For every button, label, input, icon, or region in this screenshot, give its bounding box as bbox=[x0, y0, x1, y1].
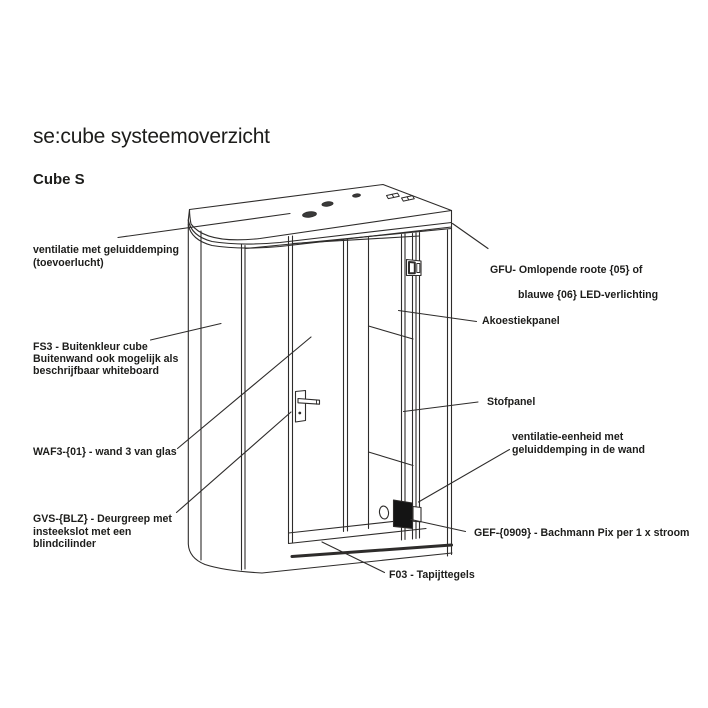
interior-panel-edges bbox=[369, 326, 414, 466]
leader-gvs bbox=[177, 412, 292, 513]
left-wall bbox=[188, 228, 452, 573]
power-outlet-unit bbox=[379, 500, 421, 529]
roof-vent-slots bbox=[387, 193, 415, 201]
label-gfu-line1: GFU- Omlopende roote {05} of bbox=[490, 263, 643, 276]
label-akoestiekpanel: Akoestiekpanel bbox=[482, 315, 560, 327]
leader-fs3 bbox=[151, 324, 222, 341]
label-waf3-glaswand: WAF3-{01} - wand 3 van glas bbox=[33, 446, 177, 458]
leader-lines bbox=[118, 214, 510, 573]
model-name: Cube S bbox=[33, 171, 85, 188]
glass-door-and-frame bbox=[289, 233, 420, 544]
label-gfu-led-verlichting: GFU- Omlopende roote {05} of blauwe {06}… bbox=[490, 251, 658, 314]
leader-gfu bbox=[453, 224, 489, 249]
door-handle bbox=[296, 391, 320, 423]
leader-stofpanel bbox=[404, 402, 479, 412]
label-fs3-buitenkleur: FS3 - Buitenkleur cube Buitenwand ook mo… bbox=[33, 341, 179, 378]
front-header bbox=[245, 229, 452, 249]
leader-f03 bbox=[322, 542, 385, 573]
label-ventilatie-eenheid: ventilatie-eenheid met geluiddemping in … bbox=[512, 431, 646, 456]
leader-gef bbox=[411, 520, 466, 532]
label-gfu-line2: blauwe {06} LED-verlichting bbox=[518, 288, 659, 301]
right-wall bbox=[448, 227, 452, 556]
label-ventilatie-toevoerlucht: ventilatie met geluiddemping (toevoerluc… bbox=[33, 244, 179, 269]
roof-slab bbox=[188, 185, 451, 249]
roof-holes bbox=[302, 193, 360, 218]
door-lock-keeper bbox=[407, 260, 422, 276]
leader-akoestiekpanel bbox=[399, 311, 477, 322]
leader-vent-eenheid bbox=[419, 450, 510, 503]
label-f03-tapijttegels: F03 - Tapijttegels bbox=[389, 569, 475, 581]
label-gvs-deurgreep: GVS-{BLZ} - Deurgreep met insteekslot me… bbox=[33, 513, 172, 551]
leader-ventilatie bbox=[118, 214, 290, 238]
label-stofpanel: Stofpanel bbox=[487, 396, 536, 408]
leader-waf3 bbox=[178, 337, 312, 449]
front-corner-post bbox=[242, 244, 246, 570]
page-title: se:cube systeemoverzicht bbox=[33, 125, 270, 148]
floor-threshold bbox=[289, 519, 452, 557]
label-gef-bachmann-pix: GEF-{0909} - Bachmann Pix per 1 x stroom bbox=[474, 527, 690, 539]
